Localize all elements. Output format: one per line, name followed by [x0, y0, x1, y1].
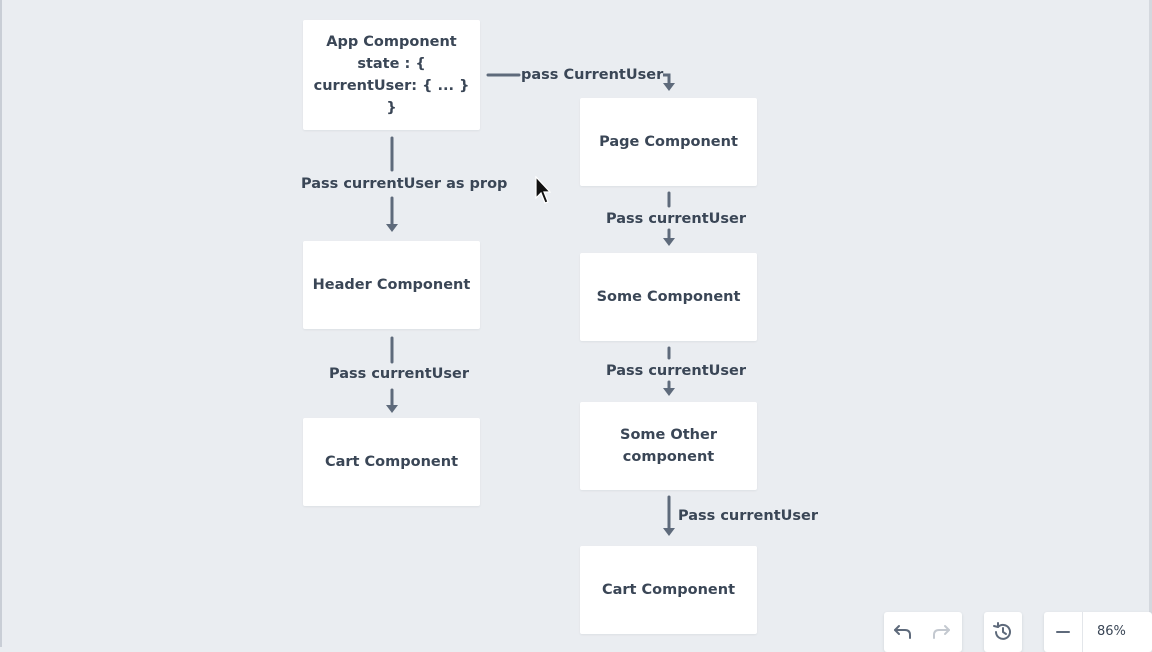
some-other-component-label: Some Other component: [620, 427, 717, 465]
arrowhead-app-to-header: [386, 224, 398, 232]
history-group: [984, 612, 1022, 652]
edge-label-other-to-cart[interactable]: Pass currentUser: [678, 507, 819, 525]
undo-redo-group: [884, 612, 962, 652]
zoom-level[interactable]: 86%: [1097, 624, 1126, 639]
redo-icon: [933, 625, 950, 639]
undo-icon: [894, 625, 911, 639]
header-component-label: Header Component: [312, 277, 471, 293]
undo-button[interactable]: [884, 613, 922, 651]
edge-label-some-to-other[interactable]: Pass currentUser: [606, 362, 747, 380]
page-component-label: Page Component: [599, 134, 738, 150]
page-component-node[interactable]: Page Component: [580, 98, 757, 186]
history-icon: [993, 622, 1011, 640]
history-button[interactable]: [984, 613, 1022, 651]
some-component-node[interactable]: Some Component: [580, 253, 757, 341]
arrowhead-app-to-page: [663, 83, 675, 91]
edge-label-app-to-page[interactable]: pass CurrentUser: [521, 66, 664, 84]
minus-icon: [1056, 631, 1070, 633]
zoom-out-button[interactable]: [1044, 613, 1082, 651]
canvas-right-border: [1149, 0, 1152, 647]
zoom-group: 86%: [1044, 612, 1152, 652]
canvas-left-border: [0, 0, 2, 647]
arrowhead-other-to-cart: [663, 528, 675, 536]
cart-component-label-right: Cart Component: [601, 582, 736, 598]
cart-component-node-right[interactable]: Cart Component: [580, 546, 757, 634]
some-component-label: Some Component: [596, 289, 741, 305]
app-component-node[interactable]: App Component state : { currentUser: { .…: [303, 20, 480, 130]
redo-button[interactable]: [922, 613, 960, 651]
cart-component-label-left: Cart Component: [324, 454, 459, 470]
arrowhead-header-to-cart: [386, 405, 398, 413]
mouse-cursor-icon: [535, 176, 551, 204]
edge-label-header-to-cart[interactable]: Pass currentUser: [329, 365, 470, 383]
header-component-node[interactable]: Header Component: [303, 241, 480, 329]
app-component-label: App Component state : { currentUser: { .…: [313, 34, 470, 116]
edge-label-app-to-header[interactable]: Pass currentUser as prop: [301, 175, 508, 193]
arrowhead-page-to-some: [663, 238, 675, 246]
arrowhead-some-to-other: [663, 388, 675, 396]
zoom-divider: [1082, 612, 1083, 652]
cart-component-node-left[interactable]: Cart Component: [303, 418, 480, 506]
edge-label-page-to-some[interactable]: Pass currentUser: [606, 210, 747, 228]
some-other-component-node[interactable]: Some Other component: [580, 402, 757, 490]
